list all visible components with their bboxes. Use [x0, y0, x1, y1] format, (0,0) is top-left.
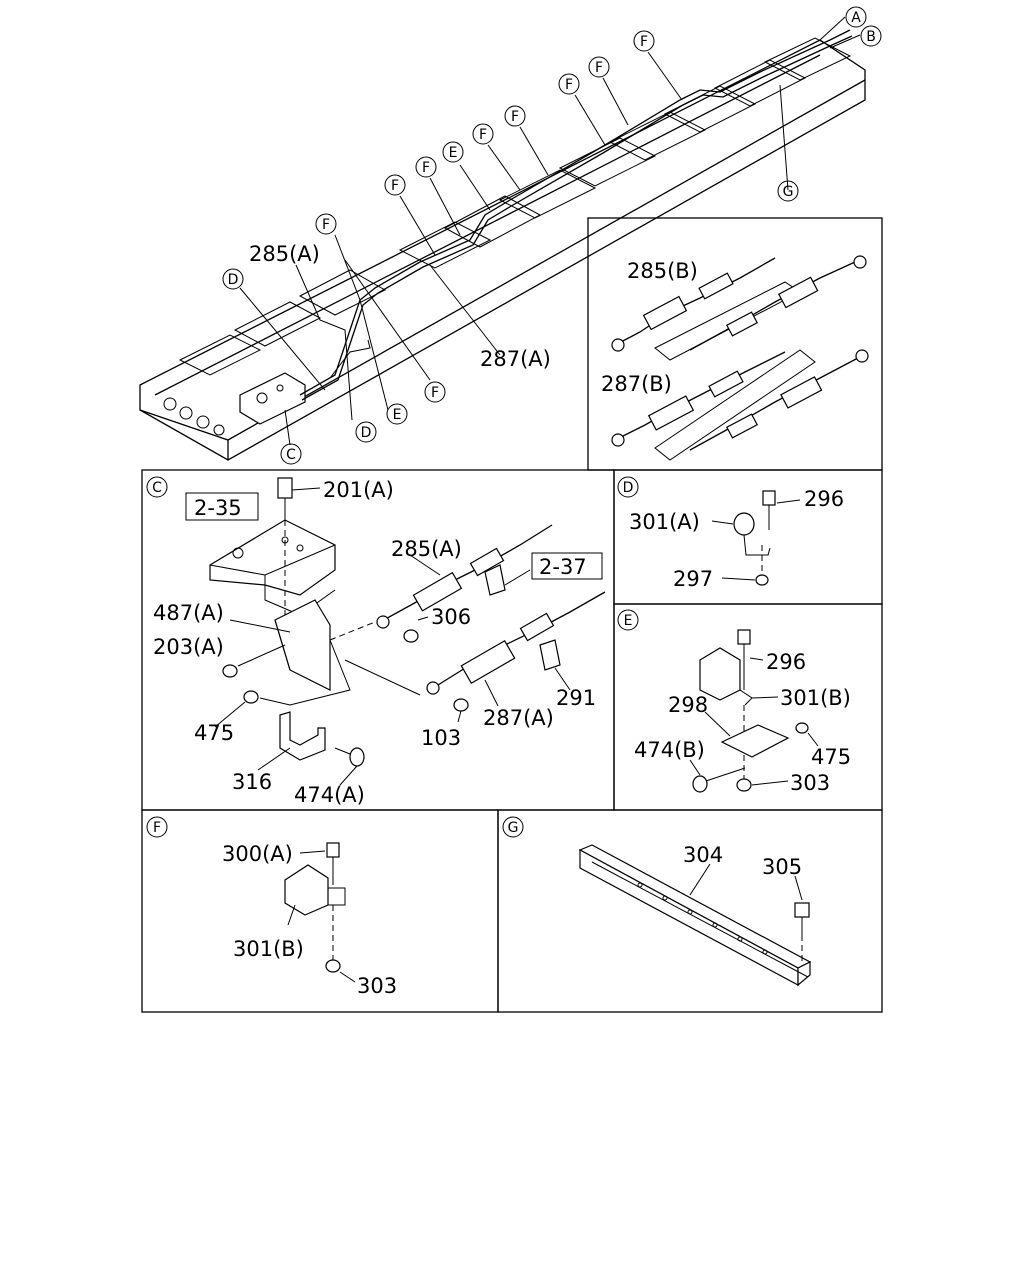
callout-f: F	[415, 156, 437, 178]
label-201a: 201(A)	[323, 478, 394, 502]
label-287a-overview: 287(A)	[480, 347, 551, 371]
label-303-f: 303	[357, 974, 397, 998]
svg-text:D: D	[228, 272, 239, 288]
label-474b: 474(B)	[634, 738, 705, 762]
panel-g-callout: G	[502, 816, 524, 838]
callout-f: F	[588, 56, 610, 78]
panel-f-callout: F	[146, 816, 168, 838]
svg-text:C: C	[286, 447, 296, 463]
ref-2-35: 2-35	[194, 496, 242, 520]
callout-g: G	[777, 180, 799, 202]
label-474a: 474(A)	[294, 783, 365, 807]
ref-2-37: 2-37	[539, 555, 587, 579]
callout-d: D	[355, 421, 377, 443]
label-305: 305	[762, 855, 802, 879]
label-475-c: 475	[194, 721, 234, 745]
label-297: 297	[673, 567, 713, 591]
svg-text:G: G	[508, 820, 519, 836]
svg-text:D: D	[623, 480, 634, 496]
label-301b-e: 301(B)	[780, 686, 851, 710]
label-304: 304	[683, 843, 723, 867]
callout-d: D	[222, 268, 244, 290]
callout-f: F	[315, 213, 337, 235]
label-285b: 285(B)	[627, 259, 698, 283]
svg-text:F: F	[322, 217, 330, 233]
svg-text:F: F	[565, 77, 573, 93]
label-287a-c: 287(A)	[483, 706, 554, 730]
cable-route	[299, 29, 853, 401]
svg-text:B: B	[866, 29, 876, 45]
callout-f: F	[504, 105, 526, 127]
svg-text:E: E	[393, 407, 402, 423]
svg-text:F: F	[431, 385, 439, 401]
overview-callouts: A B F F F F F E F F G F D F E D C	[222, 6, 882, 465]
svg-text:D: D	[361, 425, 372, 441]
callout-f: F	[384, 174, 406, 196]
label-300a: 300(A)	[222, 842, 293, 866]
panel-f: F	[141, 809, 499, 1013]
svg-text:F: F	[595, 60, 603, 76]
callout-e: E	[442, 141, 464, 163]
label-285a-overview: 285(A)	[249, 242, 320, 266]
panel-e-callout: E	[617, 609, 639, 631]
label-296-d: 296	[804, 487, 844, 511]
label-285a-c: 285(A)	[391, 537, 462, 561]
svg-text:F: F	[511, 109, 519, 125]
label-303-e: 303	[790, 771, 830, 795]
svg-text:F: F	[422, 160, 430, 176]
callout-f: F	[633, 30, 655, 52]
svg-text:F: F	[640, 34, 648, 50]
label-475-e: 475	[811, 745, 851, 769]
panel-c-callout: C	[146, 476, 168, 498]
label-103: 103	[421, 726, 461, 750]
inset-cable-variants	[587, 217, 883, 471]
label-316: 316	[232, 770, 272, 794]
svg-text:F: F	[391, 178, 399, 194]
label-296-e: 296	[766, 650, 806, 674]
callout-f: F	[558, 73, 580, 95]
callout-b: B	[860, 25, 882, 47]
svg-text:C: C	[152, 480, 162, 496]
label-291: 291	[556, 686, 596, 710]
callout-a: A	[845, 6, 867, 28]
svg-text:G: G	[783, 184, 794, 200]
label-203a: 203(A)	[153, 635, 224, 659]
label-301b-f: 301(B)	[233, 937, 304, 961]
label-306: 306	[431, 605, 471, 629]
callout-c: C	[280, 443, 302, 465]
panel-g: G	[497, 809, 883, 1013]
overview-leaders	[239, 16, 861, 446]
callout-e: E	[386, 403, 408, 425]
panel-d-callout: D	[617, 476, 639, 498]
svg-text:E: E	[624, 613, 633, 629]
svg-text:F: F	[153, 820, 161, 836]
svg-text:F: F	[479, 127, 487, 143]
svg-text:E: E	[449, 145, 458, 161]
svg-text:A: A	[851, 10, 861, 26]
callout-f: F	[424, 381, 446, 403]
panel-e: E	[613, 603, 883, 811]
callout-f: F	[472, 123, 494, 145]
label-298: 298	[668, 693, 708, 717]
label-301a: 301(A)	[629, 510, 700, 534]
label-487a: 487(A)	[153, 601, 224, 625]
label-287b: 287(B)	[601, 372, 672, 396]
